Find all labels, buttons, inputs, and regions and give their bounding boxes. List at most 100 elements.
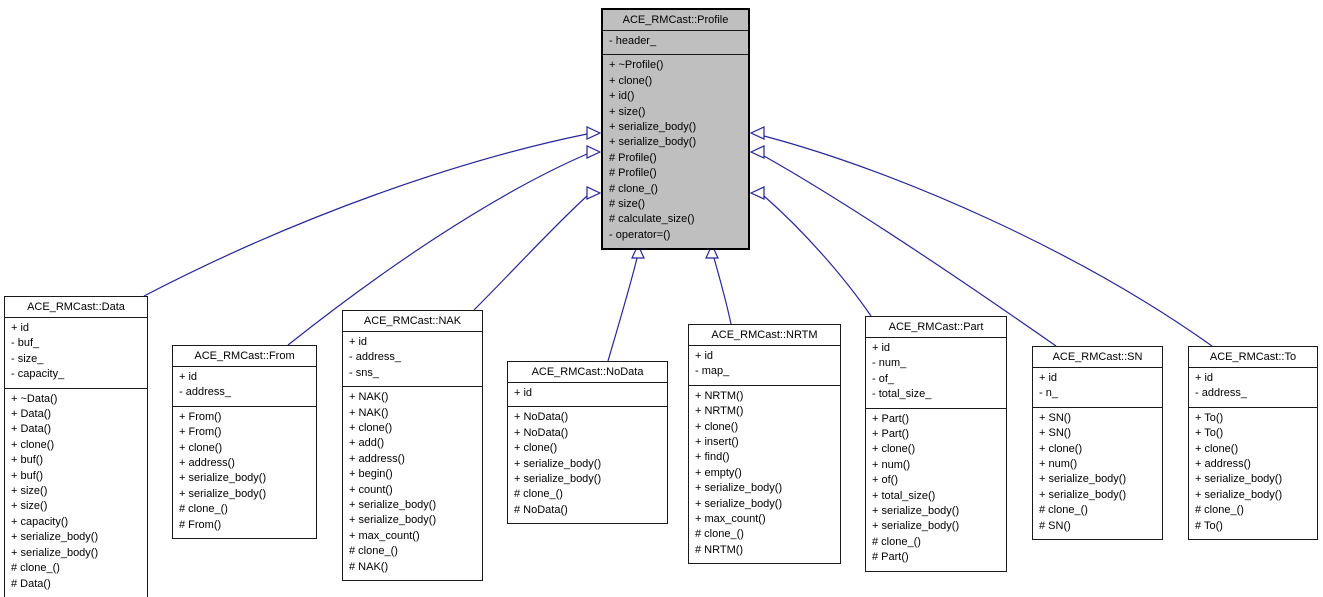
attribute-row: - buf_ bbox=[11, 337, 40, 350]
methods-section: + ~Data()+ Data()+ Data()+ clone()+ buf(… bbox=[5, 389, 147, 597]
method-row: # SN() bbox=[1039, 519, 1071, 532]
method-row: + clone() bbox=[11, 438, 55, 451]
class-box-sn[interactable]: ACE_RMCast::SN+ id- n_+ SN()+ SN()+ clon… bbox=[1032, 346, 1163, 541]
method-row: + clone() bbox=[349, 422, 393, 435]
attribute-row: + id bbox=[872, 342, 891, 354]
method-row: + To() bbox=[1195, 427, 1224, 440]
method-row: # To() bbox=[1195, 519, 1223, 532]
class-box-to[interactable]: ACE_RMCast::To+ id- address_+ To()+ To()… bbox=[1188, 346, 1318, 541]
method-row: # clone_() bbox=[695, 528, 744, 541]
method-row: + ~Data() bbox=[11, 392, 58, 405]
attributes-section: + id- num_- of_- total_size_ bbox=[866, 338, 1006, 409]
method-row: + size() bbox=[11, 500, 48, 513]
method-row: + serialize_body() bbox=[1039, 473, 1127, 486]
method-row: # From() bbox=[179, 518, 222, 531]
method-row: + count() bbox=[349, 483, 393, 496]
attributes-section: + id bbox=[508, 383, 667, 408]
method-row: + clone() bbox=[1195, 442, 1239, 455]
edge-sn-to-profile bbox=[763, 155, 1057, 347]
method-row: + serialize_body() bbox=[179, 487, 267, 500]
method-row: + serialize_body() bbox=[1039, 488, 1127, 501]
method-row: # NRTM() bbox=[695, 543, 744, 556]
method-row: # clone_() bbox=[349, 545, 398, 558]
class-box-nak[interactable]: ACE_RMCast::NAK+ id- address_- sns_+ NAK… bbox=[342, 310, 483, 582]
method-row: + ~Profile() bbox=[609, 59, 664, 72]
method-row: # Profile() bbox=[609, 151, 657, 164]
class-box-profile[interactable]: ACE_RMCast::Profile- header_+ ~Profile()… bbox=[601, 8, 750, 251]
attribute-row: - n_ bbox=[1039, 387, 1058, 400]
attributes-section: + id- map_ bbox=[689, 346, 840, 386]
method-row: + num() bbox=[872, 458, 911, 471]
method-row: + serialize_body() bbox=[872, 505, 960, 518]
edge-nodata-to-profile bbox=[607, 257, 638, 362]
method-row: + insert() bbox=[695, 436, 739, 449]
methods-section: + NRTM()+ NRTM()+ clone()+ insert()+ fin… bbox=[689, 386, 840, 563]
method-row: + max_count() bbox=[695, 513, 766, 526]
inheritance-arrowhead bbox=[749, 145, 765, 159]
method-row: + From() bbox=[179, 426, 222, 439]
attribute-row: + id bbox=[695, 350, 714, 362]
class-title-nak: ACE_RMCast::NAK bbox=[343, 311, 482, 332]
class-box-nrtm[interactable]: ACE_RMCast::NRTM+ id- map_+ NRTM()+ NRTM… bbox=[688, 324, 841, 565]
attribute-row: - address_ bbox=[179, 386, 231, 399]
method-row: + buf() bbox=[11, 469, 44, 482]
attribute-row: - num_ bbox=[872, 357, 907, 370]
method-row: + clone() bbox=[1039, 442, 1083, 455]
attributes-section: + id - n_ bbox=[1033, 368, 1162, 408]
edge-nak-to-profile bbox=[473, 195, 588, 311]
attribute-row: - sns_ bbox=[349, 366, 379, 379]
method-row: + of() bbox=[872, 474, 898, 487]
attributes-section: + id- address_ bbox=[1189, 368, 1317, 408]
class-title-nodata: ACE_RMCast::NoData bbox=[508, 362, 667, 383]
inheritance-arrowhead bbox=[749, 186, 765, 200]
method-row: + clone() bbox=[179, 441, 223, 454]
method-row: + SN() bbox=[1039, 411, 1072, 424]
method-row: + address() bbox=[349, 452, 405, 465]
method-row: + serialize_body() bbox=[349, 499, 437, 512]
method-row: + NRTM() bbox=[695, 405, 744, 418]
method-row: + clone() bbox=[514, 442, 558, 455]
attribute-row: + id bbox=[11, 322, 30, 334]
attribute-row: - size_ bbox=[11, 352, 44, 365]
method-row: + serialize_body() bbox=[695, 497, 783, 510]
method-row: # clone_() bbox=[514, 488, 563, 501]
method-row: # clone_() bbox=[11, 562, 60, 575]
method-row: + Part() bbox=[872, 428, 909, 441]
inheritance-arrowhead bbox=[749, 126, 765, 140]
class-title-to: ACE_RMCast::To bbox=[1189, 347, 1317, 368]
method-row: + serialize_body() bbox=[1195, 488, 1283, 501]
method-row: + From() bbox=[179, 410, 222, 423]
method-row: + buf() bbox=[11, 454, 44, 467]
method-row: + Part() bbox=[872, 412, 909, 425]
method-row: - operator=() bbox=[609, 228, 671, 241]
class-box-part[interactable]: ACE_RMCast::Part+ id- num_- of_- total_s… bbox=[865, 316, 1007, 572]
method-row: # NoData() bbox=[514, 503, 568, 516]
methods-section: + NAK()+ NAK()+ clone()+ add()+ address(… bbox=[343, 387, 482, 580]
method-row: + serialize_body() bbox=[11, 531, 99, 544]
method-row: + capacity() bbox=[11, 515, 69, 528]
class-box-nodata[interactable]: ACE_RMCast::NoData+ id+ NoData()+ NoData… bbox=[507, 361, 668, 525]
method-row: # clone_() bbox=[179, 503, 228, 516]
method-row: + id() bbox=[609, 90, 635, 103]
method-row: + Data() bbox=[11, 423, 52, 436]
method-row: # clone_() bbox=[872, 535, 921, 548]
attribute-row: + id bbox=[1039, 372, 1058, 384]
method-row: + size() bbox=[609, 105, 646, 118]
method-row: + serialize_body() bbox=[514, 457, 602, 470]
method-row: + add() bbox=[349, 437, 385, 450]
attribute-row: + id bbox=[179, 371, 198, 383]
class-box-from[interactable]: ACE_RMCast::From+ id- address_+ From()+ … bbox=[172, 345, 317, 540]
class-box-data[interactable]: ACE_RMCast::Data+ id- buf_- size_- capac… bbox=[4, 296, 148, 597]
methods-section: + Part()+ Part()+ clone()+ num()+ of()+ … bbox=[866, 409, 1006, 571]
class-title-from: ACE_RMCast::From bbox=[173, 346, 316, 367]
method-row: + To() bbox=[1195, 411, 1224, 424]
method-row: + NoData() bbox=[514, 411, 569, 424]
method-row: + empty() bbox=[695, 466, 742, 479]
method-row: + serialize_body() bbox=[609, 121, 697, 134]
method-row: + NAK() bbox=[349, 391, 389, 404]
edge-part-to-profile bbox=[763, 195, 872, 317]
methods-section: + From()+ From()+ clone()+ address()+ se… bbox=[173, 407, 316, 538]
method-row: # size() bbox=[609, 198, 646, 211]
attributes-section: + id- buf_- size_- capacity_ bbox=[5, 318, 147, 389]
